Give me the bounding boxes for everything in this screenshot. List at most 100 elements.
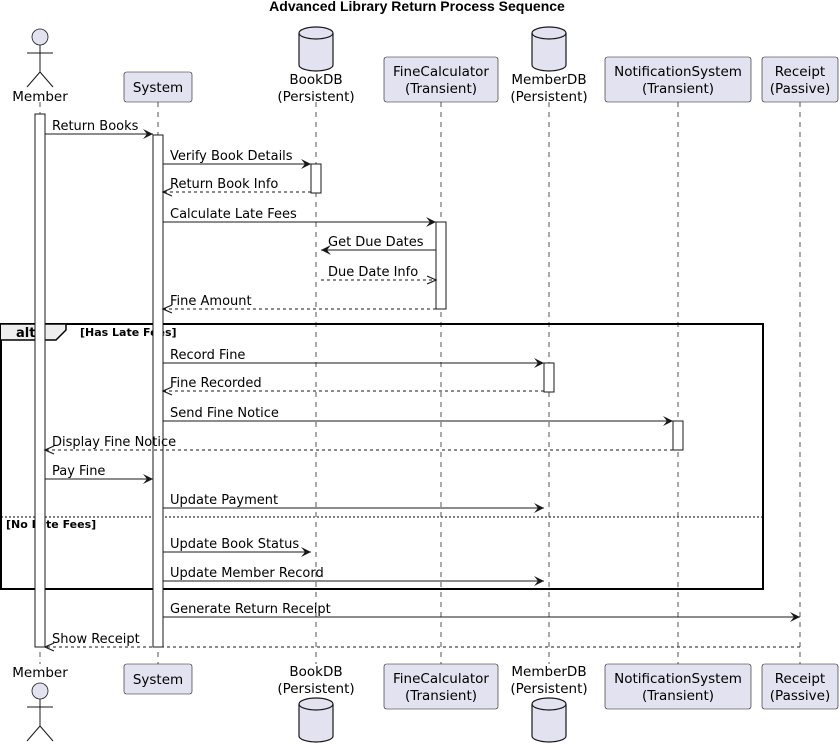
database-icon [298, 26, 334, 72]
message-label: Due Date Info [328, 265, 418, 280]
message: Due Date Info [321, 265, 438, 285]
message-label: Display Fine Notice [52, 435, 176, 450]
participant-label: FineCalculator [393, 64, 489, 80]
participant-label: MemberDB [511, 72, 586, 88]
database-icon [531, 697, 567, 743]
participant-label: Receipt [775, 671, 825, 687]
actor-head [31, 28, 49, 46]
participant-label: (Persistent) [510, 89, 587, 105]
message-label: Get Due Dates [328, 235, 424, 250]
participant-label: (Transient) [642, 81, 714, 97]
database-icon [298, 697, 334, 743]
participant-label: (Passive) [770, 81, 830, 97]
message: Verify Book Details [163, 149, 311, 169]
message-label: Return Book Info [170, 177, 278, 192]
message-label: Update Payment [170, 493, 278, 508]
message-label: Record Fine [170, 348, 245, 363]
activation-notif [672, 420, 684, 451]
participant-box [761, 56, 839, 103]
participant-box [383, 56, 499, 103]
message: Calculate Late Fees [163, 207, 436, 227]
participant-box [761, 663, 839, 710]
alt-guard: [Has Late Fees] [80, 326, 177, 339]
participant-label: Receipt [775, 64, 825, 80]
participant-bookdb-bottom: BookDB(Persistent) [277, 664, 355, 743]
alt-frame [0, 323, 764, 590]
participant-bookdb-top: BookDB(Persistent) [277, 26, 355, 105]
message: Return Books [45, 119, 153, 139]
participant-label: BookDB [289, 664, 342, 680]
participant-label: Member [12, 665, 68, 681]
participant-label: (Transient) [405, 81, 477, 97]
diagram-title: Advanced Library Return Process Sequence [269, 0, 565, 14]
participant-label: BookDB [289, 72, 342, 88]
message: Get Due Dates [321, 235, 436, 255]
participant-label: (Persistent) [277, 89, 354, 105]
database-icon-rim [531, 703, 567, 711]
participant-label: NotificationSystem [614, 64, 742, 80]
message-label: Fine Recorded [170, 376, 262, 391]
alt-else-guard: [No Late Fees] [6, 518, 96, 531]
message: Generate Return Receipt [163, 602, 800, 622]
participant-label: (Persistent) [277, 681, 354, 697]
participant-finecalc-top: FineCalculator(Transient) [383, 56, 499, 103]
participant-notif-top: NotificationSystem(Transient) [604, 56, 752, 103]
database-icon-rim [531, 32, 567, 40]
message-label: Update Book Status [170, 537, 299, 552]
message-label: Calculate Late Fees [170, 207, 297, 222]
message: Record Fine [163, 348, 544, 368]
participant-label: FineCalculator [393, 671, 489, 687]
message-label: Send Fine Notice [170, 406, 279, 421]
message: Return Book Info [161, 177, 311, 197]
message-label: Pay Fine [52, 464, 105, 479]
activation-member [34, 113, 46, 648]
message-arrowhead [43, 642, 55, 652]
message: Fine Amount [161, 294, 436, 314]
message-arrowhead [161, 386, 173, 396]
database-icon-rim [298, 703, 334, 711]
database-icon [531, 26, 567, 72]
participant-memberdb-bottom: MemberDB(Persistent) [510, 664, 588, 743]
message-arrowhead [161, 304, 173, 314]
alt-keyword: alt [16, 326, 35, 341]
database-icon-rim [298, 32, 334, 40]
message: Display Fine Notice [43, 435, 673, 455]
participant-member-top: Member [12, 28, 68, 105]
message-label: Fine Amount [170, 294, 252, 309]
message-label: Update Member Record [170, 566, 324, 581]
message: Show Receipt [43, 632, 800, 652]
participant-box [123, 663, 193, 695]
participant-system-top: System [123, 71, 193, 103]
message-label: Verify Book Details [170, 149, 293, 164]
actor-head [31, 682, 49, 700]
message: Pay Fine [45, 464, 153, 484]
participant-label: MemberDB [511, 664, 586, 680]
message-label: Show Receipt [52, 632, 140, 647]
message: Fine Recorded [161, 376, 544, 396]
participant-label: (Transient) [642, 688, 714, 704]
actor-body [26, 45, 54, 88]
participant-box [604, 56, 752, 103]
activation-system [152, 134, 164, 648]
participant-label: (Persistent) [510, 681, 587, 697]
message-label: Return Books [52, 119, 139, 134]
message: Update Payment [163, 493, 544, 513]
participant-box [383, 663, 499, 710]
participant-label: System [133, 672, 183, 688]
message-arrowhead [161, 187, 173, 197]
participant-label: Member [12, 89, 68, 105]
participant-system-bottom: System [123, 663, 193, 695]
actor-body [26, 699, 54, 742]
message-label: Generate Return Receipt [170, 602, 331, 617]
participant-box [123, 71, 193, 103]
message-arrowhead [43, 445, 55, 455]
participant-receipt-top: Receipt(Passive) [761, 56, 839, 103]
activation-finecalc [435, 221, 447, 310]
participant-memberdb-top: MemberDB(Persistent) [510, 26, 588, 105]
message: Send Fine Notice [163, 406, 673, 426]
participant-label: (Passive) [770, 688, 830, 704]
participant-label: NotificationSystem [614, 671, 742, 687]
message: Update Book Status [163, 537, 311, 557]
participant-finecalc-bottom: FineCalculator(Transient) [383, 663, 499, 710]
message: Update Member Record [163, 566, 544, 586]
